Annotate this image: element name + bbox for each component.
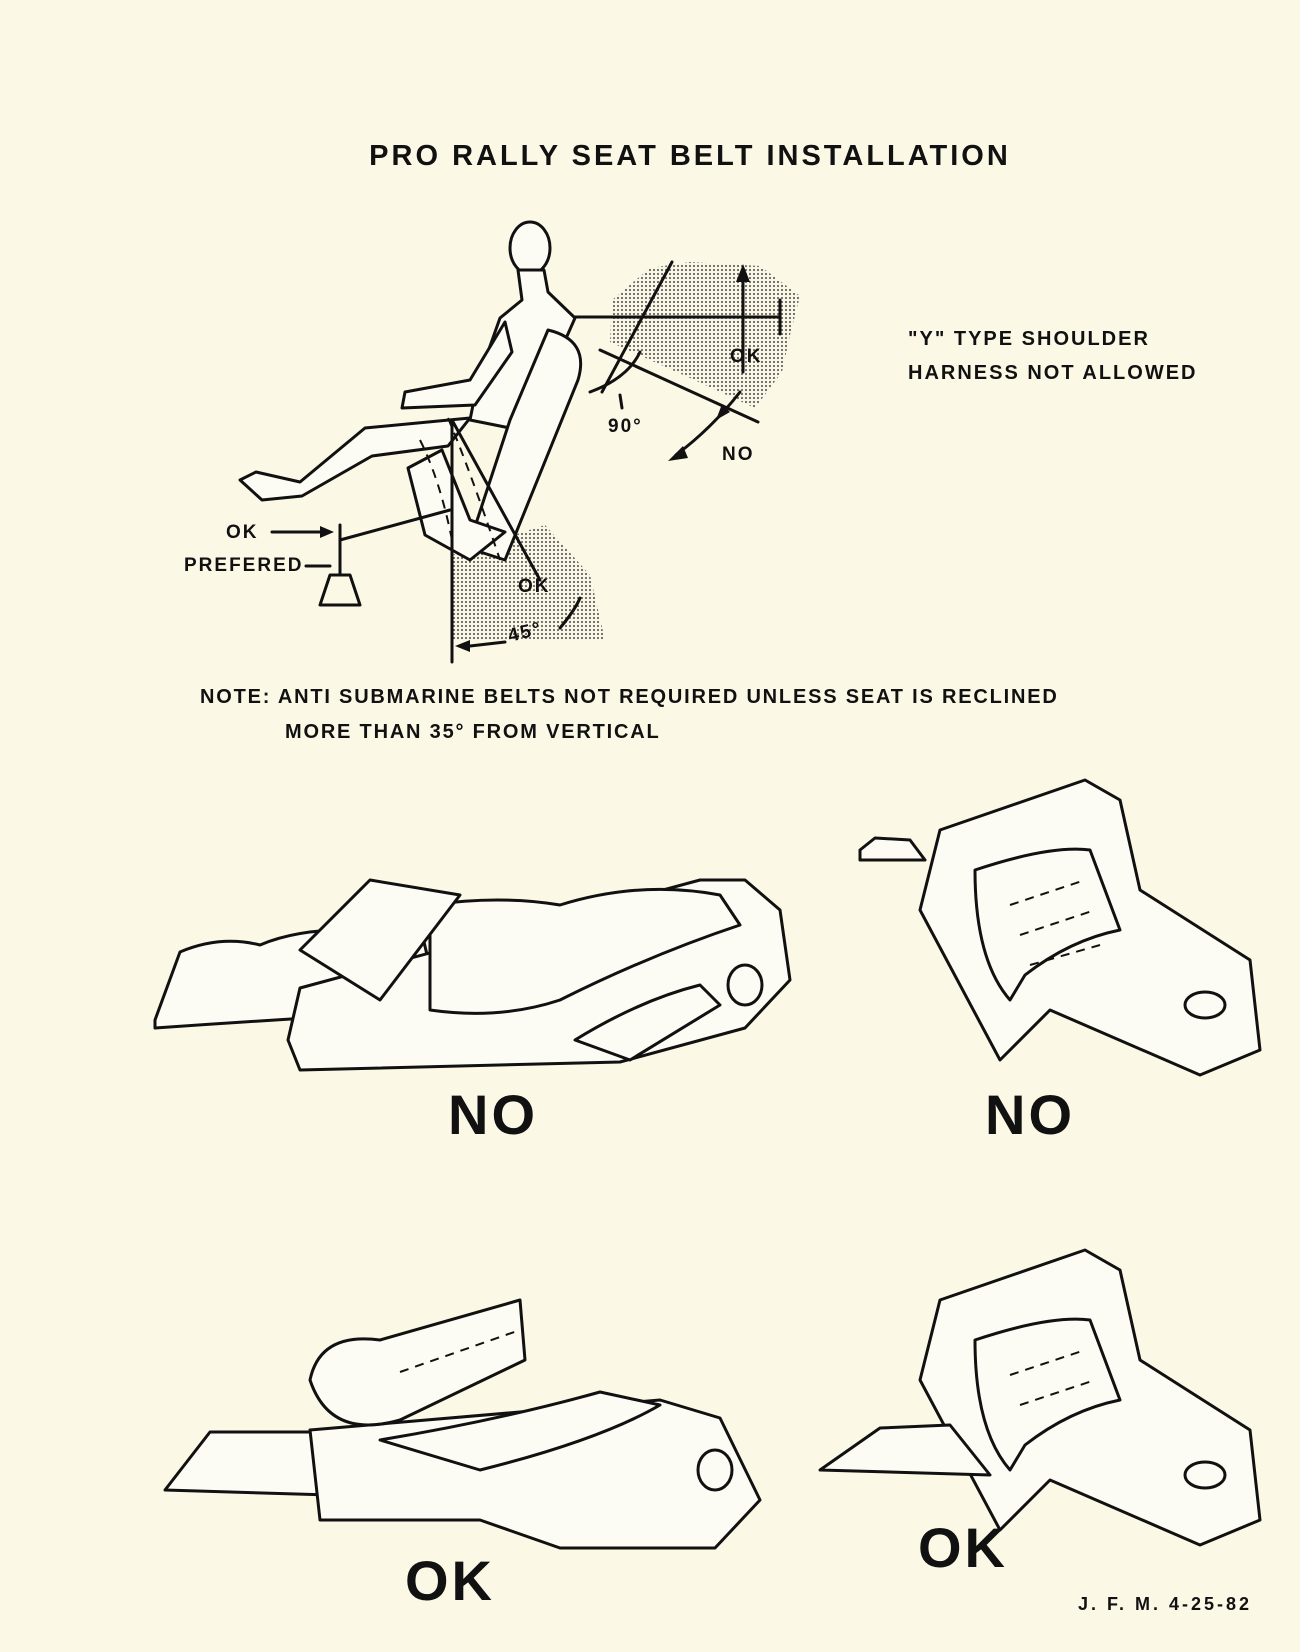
angle-90-label: 90° — [608, 416, 643, 437]
note-line1: NOTE: ANTI SUBMARINE BELTS NOT REQUIRED … — [200, 686, 1059, 708]
webbing-tail — [163, 1430, 332, 1497]
anchor-hole — [1183, 990, 1227, 1020]
no-boundary-line — [598, 348, 760, 424]
arrow-head — [736, 264, 750, 282]
buckle-top-left-label: NO — [448, 1083, 538, 1146]
shoulder-ok-zone — [610, 262, 800, 408]
webbing-wrap — [973, 1317, 1122, 1472]
angle-45-arrow — [468, 640, 507, 648]
buckle-bottom-left-label: OK — [405, 1549, 495, 1612]
note-line2: MORE THAN 35° FROM VERTICAL — [285, 721, 661, 743]
harness-note-line1: "Y" TYPE SHOULDER — [908, 328, 1150, 350]
webbing-scrap — [858, 836, 927, 862]
lap-belt-line — [338, 508, 452, 542]
author-signature-date: J. F. M. 4-25-82 — [1078, 1594, 1253, 1614]
webbing-fold — [298, 878, 462, 1002]
shoulder-reference-line — [600, 260, 674, 394]
buckle-top-right — [858, 778, 1262, 1077]
harness-note-line2: HARNESS NOT ALLOWED — [908, 362, 1198, 384]
page-title: PRO RALLY SEAT BELT INSTALLATION — [369, 140, 1011, 172]
lap-ok-label: OK — [226, 522, 259, 543]
lap-prefered-label: PREFERED — [184, 555, 304, 576]
webbing-wrap — [973, 847, 1122, 1002]
shoulder-ok-label: OK — [730, 346, 763, 367]
buckle-bottom-right-label: OK — [918, 1516, 1008, 1579]
anchor-hole — [726, 963, 764, 1007]
anchor-hole — [1183, 1460, 1227, 1490]
submarine-belt — [447, 417, 501, 561]
driver-leg — [238, 416, 472, 502]
buckle-top-left — [153, 878, 792, 1072]
driver-head — [508, 220, 552, 276]
anchor-hole — [696, 1448, 734, 1492]
roller-bar — [308, 1298, 527, 1427]
webbing-tail — [818, 1423, 992, 1477]
submarine-ok-label: OK — [518, 576, 551, 597]
buckle-top-right-label: NO — [985, 1083, 1075, 1146]
buckle-bottom-left — [163, 1298, 762, 1550]
buckle-bottom-right — [818, 1248, 1262, 1547]
driver-arm — [400, 320, 514, 410]
webbing-loop — [378, 1390, 662, 1472]
webbing-loop — [428, 887, 742, 1015]
seat-diagram — [238, 220, 800, 664]
shoulder-no-label: NO — [722, 444, 755, 465]
seat-cushion — [406, 448, 507, 562]
angle-90-arc — [588, 350, 642, 394]
